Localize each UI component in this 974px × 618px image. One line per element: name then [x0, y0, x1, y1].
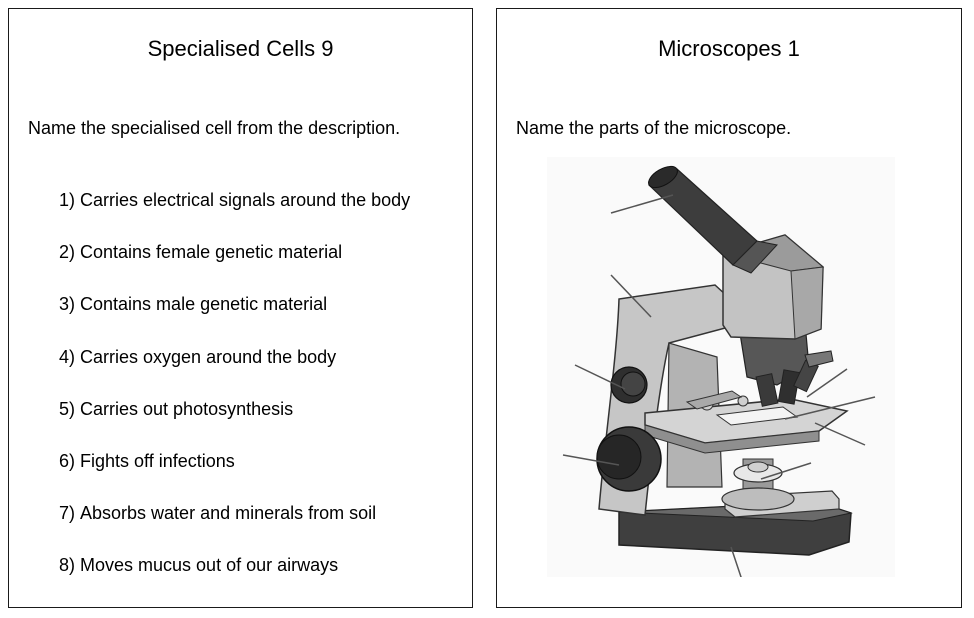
label-line-eyepiece [610, 194, 674, 214]
label-lines [562, 194, 876, 577]
label-line-lamp [760, 462, 812, 480]
question-text: Absorbs water and minerals from soil [80, 503, 377, 524]
question-item: 8) Moves mucus out of our airways [51, 554, 410, 606]
question-item: 3) Contains male genetic material [51, 293, 410, 345]
question-number: 6) [58, 450, 75, 471]
card-title: Microscopes 1 [658, 36, 800, 61]
question-item: 1) Carries electrical signals around the… [51, 189, 410, 241]
question-text: Carries oxygen around the body [80, 346, 337, 367]
label-line-arm [610, 274, 652, 318]
label-line-stage [814, 422, 866, 446]
question-item: 7) Absorbs water and minerals from soil [51, 502, 410, 554]
question-item: 2) Contains female genetic material [51, 241, 410, 293]
question-item: 4) Carries oxygen around the body [51, 346, 410, 398]
label-line-fine-focus [574, 364, 626, 390]
question-text: Contains male genetic material [80, 294, 328, 315]
card-instruction: Name the parts of the microscope. [516, 118, 792, 138]
question-number: 7) [58, 503, 75, 524]
label-line-slide [784, 396, 876, 420]
question-text: Fights off infections [80, 450, 235, 471]
question-number: 4) [58, 346, 75, 367]
question-text: Carries electrical signals around the bo… [80, 190, 411, 210]
label-line-coarse-focus [562, 454, 620, 466]
microscope-lamp [721, 458, 795, 511]
eyepiece [648, 165, 778, 274]
question-number: 5) [58, 398, 75, 419]
microscope-illustration [547, 157, 895, 577]
microscope-head [721, 234, 825, 340]
card-instruction: Name the specialised cell from the descr… [28, 118, 401, 138]
question-item: 5) Carries out photosynthesis [51, 398, 410, 450]
question-item: 6) Fights off infections [51, 450, 410, 502]
card-title: Specialised Cells 9 [147, 36, 334, 61]
question-number: 2) [58, 242, 75, 263]
question-number: 3) [58, 294, 75, 315]
specialised-cells-card: Specialised Cells 9 Name the specialised… [8, 8, 473, 608]
fine-focus-knob [610, 366, 648, 404]
microscope-stage [644, 390, 849, 454]
question-number: 8) [58, 555, 75, 576]
coarse-focus-knob [596, 426, 662, 492]
question-text: Contains female genetic material [80, 242, 343, 263]
label-line-objective [806, 368, 848, 398]
microscopes-card: Microscopes 1 Name the parts of the micr… [496, 8, 962, 608]
question-list: 1) Carries electrical signals around the… [51, 189, 410, 607]
question-text: Moves mucus out of our airways [80, 555, 339, 576]
question-text: Carries out photosynthesis [80, 398, 294, 419]
question-number: 1) [58, 190, 75, 210]
label-line-base [730, 546, 742, 577]
